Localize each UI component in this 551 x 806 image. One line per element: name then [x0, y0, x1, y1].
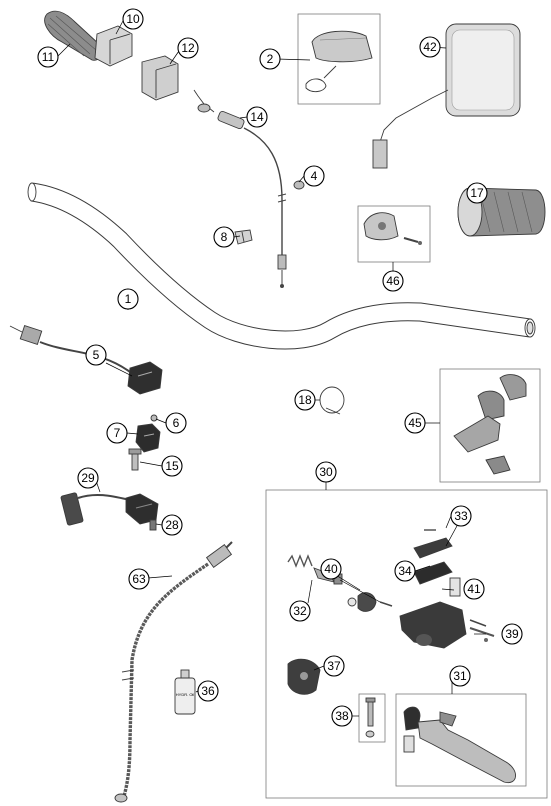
svg-text:45: 45: [408, 416, 422, 430]
callout-1: 1: [117, 288, 139, 310]
svg-text:2: 2: [267, 52, 274, 66]
svg-text:12: 12: [181, 41, 195, 55]
callout-28: 28: [161, 514, 183, 536]
svg-text:42: 42: [423, 40, 437, 54]
callout-17: 17: [466, 182, 488, 204]
lever-holder-box: [439, 368, 541, 483]
svg-text:5: 5: [93, 348, 100, 362]
callout-10: 10: [122, 8, 144, 30]
clamp-part: [363, 212, 422, 245]
cover-part: [305, 30, 373, 93]
cable-sleeve-part: [293, 180, 305, 190]
clamp-group-box: [357, 205, 431, 263]
callout-15: 15: [161, 455, 183, 477]
svg-text:30: 30: [319, 465, 333, 479]
svg-text:11: 11: [42, 50, 55, 64]
cable-clip-part: [234, 229, 253, 245]
boot-seal-part: [347, 592, 393, 612]
svg-text:63: 63: [132, 572, 146, 586]
callout-32: 32: [289, 600, 311, 622]
svg-text:33: 33: [454, 509, 468, 523]
throttle-housing-part: [94, 25, 133, 67]
cable-tie-part: [319, 386, 345, 415]
callout-41: 41: [463, 578, 485, 600]
svg-text:34: 34: [398, 564, 412, 578]
svg-text:29: 29: [81, 471, 95, 485]
svg-text:39: 39: [505, 627, 519, 641]
svg-text:18: 18: [298, 393, 312, 407]
callout-45: 45: [404, 412, 426, 434]
callout-39: 39: [501, 623, 523, 645]
svg-text:10: 10: [126, 12, 140, 26]
switch-housing-part: [135, 423, 161, 453]
handlebar-part: [27, 182, 536, 350]
svg-text:37: 37: [327, 659, 341, 673]
callout-42: 42: [419, 36, 441, 58]
svg-text:32: 32: [293, 604, 307, 618]
callout-29: 29: [77, 467, 99, 489]
callout-46: 46: [382, 270, 404, 292]
svg-text:40: 40: [324, 562, 338, 576]
callout-6: 6: [165, 412, 187, 434]
callout-36: 36: [197, 680, 219, 702]
svg-text:28: 28: [165, 518, 179, 532]
svg-text:7: 7: [114, 426, 121, 440]
screw-part: [128, 448, 142, 471]
svg-text:31: 31: [453, 669, 467, 683]
lever-box: [395, 693, 527, 787]
svg-text:36: 36: [201, 684, 215, 698]
callout-5: 5: [85, 344, 107, 366]
master-cylinder-box: [265, 489, 548, 799]
left-grip-part: [44, 10, 103, 61]
master-cylinder-part: [399, 601, 487, 649]
svg-text:6: 6: [173, 416, 180, 430]
pin-box: [358, 693, 386, 743]
callout-34: 34: [394, 560, 416, 582]
lever-pin-part: [365, 697, 376, 738]
nut-part: [150, 414, 158, 422]
callout-7: 7: [106, 422, 128, 444]
sight-glass-part: [449, 577, 461, 597]
callout-30: 30: [315, 461, 337, 483]
callout-31: 31: [449, 665, 471, 687]
kill-switch-screw-part: [149, 519, 157, 531]
brake-lever-part: [403, 706, 516, 784]
callout-33: 33: [450, 505, 472, 527]
callout-12: 12: [177, 37, 199, 59]
svg-text:14: 14: [250, 110, 264, 124]
callout-38: 38: [331, 705, 353, 727]
svg-text:46: 46: [386, 274, 400, 288]
lever-adjuster-part: [287, 658, 321, 695]
svg-text:1: 1: [125, 292, 132, 306]
callout-37: 37: [323, 655, 345, 677]
callout-18: 18: [294, 389, 316, 411]
throttle-cable-part: [193, 89, 287, 288]
cover-group-box: [297, 13, 381, 105]
kill-switch-part: [60, 492, 159, 526]
reservoir-cover-part: [413, 537, 453, 559]
svg-text:41: 41: [467, 582, 481, 596]
hydraulic-hose-part: [114, 541, 233, 803]
oil-bottle-part: HYDR. Oil: [174, 669, 196, 715]
throttle-cover-part: [141, 55, 179, 101]
callout-40: 40: [320, 558, 342, 580]
switch-part: [9, 324, 163, 395]
callout-11: 11: [37, 46, 59, 68]
mirror-part: [372, 23, 521, 169]
svg-text:38: 38: [335, 709, 349, 723]
lever-holder-part: [453, 374, 527, 475]
svg-text:8: 8: [221, 230, 228, 244]
svg-text:15: 15: [165, 459, 179, 473]
callout-8: 8: [213, 226, 235, 248]
callout-2: 2: [259, 48, 281, 70]
bottle-label: HYDR. Oil: [176, 692, 195, 697]
pivot-bolt-part: [469, 627, 495, 642]
diaphragm-part: [413, 561, 453, 585]
callout-14: 14: [246, 106, 268, 128]
svg-text:4: 4: [311, 169, 318, 183]
callout-4: 4: [303, 165, 325, 187]
svg-text:17: 17: [470, 186, 484, 200]
callout-63: 63: [128, 568, 150, 590]
